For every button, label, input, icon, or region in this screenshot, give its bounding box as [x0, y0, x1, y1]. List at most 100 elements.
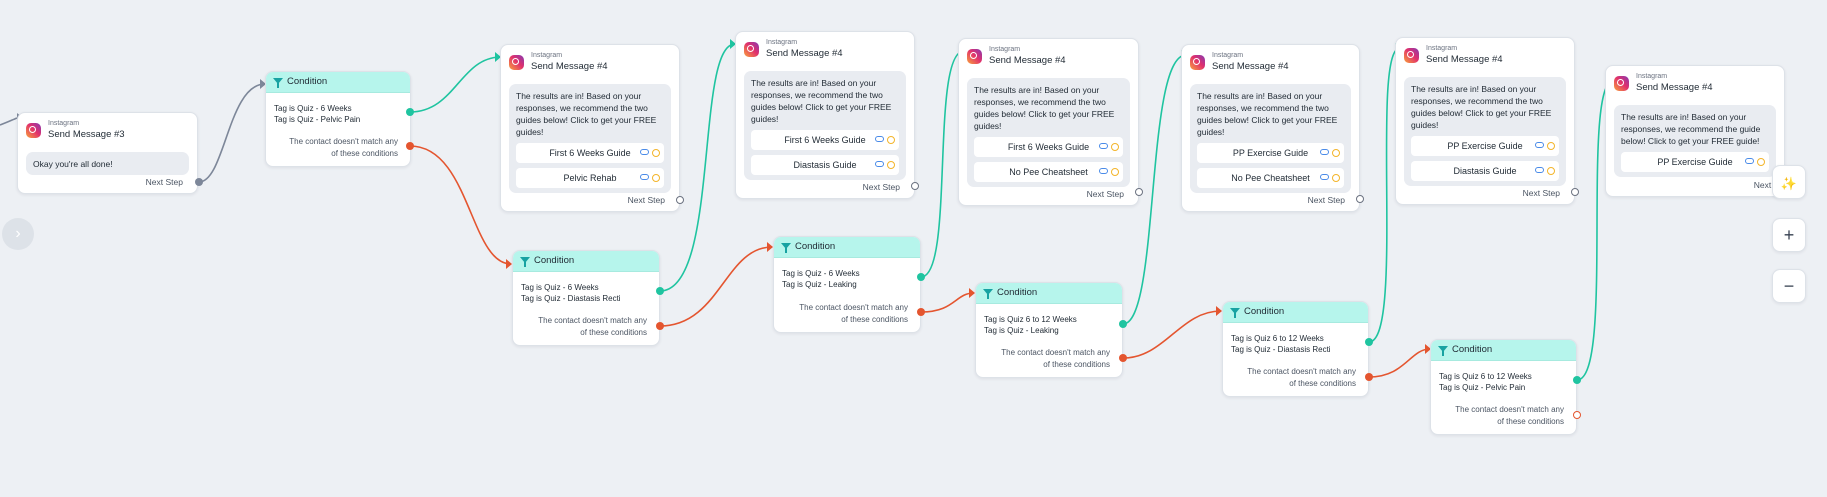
filter-icon	[983, 289, 993, 299]
node-title: Send Message #4	[531, 61, 608, 72]
next-step-port[interactable]	[195, 178, 203, 186]
message-text: The results are in! Based on your respon…	[1411, 84, 1552, 130]
message-text: The results are in! Based on your respon…	[751, 78, 892, 124]
connector-cond4-cond5	[1122, 310, 1222, 359]
next-step-label: Next Step	[1522, 188, 1560, 198]
message-node-3[interactable]: Instagram Send Message #4 The results ar…	[735, 31, 915, 199]
condition-title: Condition	[287, 76, 328, 87]
next-step-port[interactable]	[911, 182, 919, 190]
node-title: Send Message #4	[1426, 54, 1503, 65]
instagram-icon	[509, 55, 524, 70]
magic-wand-button[interactable]: ✨	[1772, 165, 1806, 199]
condition-fallback-port[interactable]	[1365, 373, 1373, 381]
circle-icon	[887, 161, 895, 169]
condition-fallback-port[interactable]	[1573, 411, 1581, 419]
guide-button[interactable]: No Pee Cheatsheet	[1197, 168, 1344, 188]
instagram-icon	[26, 123, 41, 138]
condition-fallback-port[interactable]	[917, 308, 925, 316]
circle-icon	[1757, 158, 1765, 166]
message-node-5[interactable]: Instagram Send Message #4 The results ar…	[1181, 44, 1360, 212]
condition-rule: Tag is Quiz - Diastasis Recti	[1231, 345, 1331, 354]
minus-icon: −	[1783, 276, 1795, 296]
condition-rule: Tag is Quiz - 6 Weeks	[521, 283, 599, 292]
condition-match-port[interactable]	[656, 287, 664, 295]
condition-fallback-port[interactable]	[406, 142, 414, 150]
circle-icon	[1111, 143, 1119, 151]
connector-cond5-cond6	[1368, 348, 1431, 378]
next-step-label: Next Step	[862, 182, 900, 192]
link-icon	[1745, 158, 1754, 164]
zoom-out-button[interactable]: −	[1772, 269, 1806, 303]
node-title: Send Message #3	[48, 129, 125, 140]
connector-incoming	[0, 117, 18, 126]
zoom-in-button[interactable]: +	[1772, 218, 1806, 252]
connector-cond1-msg2	[409, 56, 501, 113]
guide-button[interactable]: Diastasis Guide	[1411, 161, 1559, 181]
message-node-2[interactable]: Instagram Send Message #4 The results ar…	[500, 44, 680, 212]
circle-icon	[1332, 174, 1340, 182]
next-step-port[interactable]	[1356, 195, 1364, 203]
message-node-7[interactable]: Instagram Send Message #4 The results ar…	[1605, 65, 1785, 197]
next-step-port[interactable]	[1135, 188, 1143, 196]
condition-fallback-port[interactable]	[1119, 354, 1127, 362]
message-node-1[interactable]: Instagram Send Message #3 Okay you're al…	[17, 112, 198, 194]
condition-match-port[interactable]	[406, 108, 414, 116]
message-node-4[interactable]: Instagram Send Message #4 The results ar…	[958, 38, 1139, 206]
connector-msg3-cond1	[198, 83, 266, 183]
message-text: The results are in! Based on your respon…	[516, 91, 657, 137]
expand-panel-button[interactable]: ›	[2, 218, 34, 250]
guide-button[interactable]: Pelvic Rehab	[516, 168, 664, 188]
condition-fallback-port[interactable]	[656, 322, 664, 330]
instagram-icon	[1404, 48, 1419, 63]
condition-match-port[interactable]	[1119, 320, 1127, 328]
circle-icon	[1332, 149, 1340, 157]
next-step-label: Next Step	[1086, 189, 1124, 199]
filter-icon	[1230, 308, 1240, 318]
guide-button[interactable]: PP Exercise Guide	[1197, 143, 1344, 163]
instagram-icon	[967, 49, 982, 64]
guide-button[interactable]: Diastasis Guide	[751, 155, 899, 175]
condition-title: Condition	[1244, 306, 1285, 317]
message-text: The results are in! Based on your respon…	[974, 85, 1115, 131]
connector-cond5-msg6	[1368, 47, 1401, 343]
message-text: The results are in! Based on your respon…	[1621, 112, 1761, 146]
link-icon	[640, 149, 649, 155]
link-icon	[1535, 167, 1544, 173]
magic-wand-icon: ✨	[1780, 176, 1798, 191]
guide-button[interactable]: First 6 Weeks Guide	[751, 130, 899, 150]
condition-title: Condition	[534, 255, 575, 266]
condition-match-port[interactable]	[917, 273, 925, 281]
node-platform: Instagram	[989, 46, 1021, 53]
condition-match-port[interactable]	[1573, 376, 1581, 384]
next-step-port[interactable]	[676, 196, 684, 204]
condition-rule: Tag is Quiz - Diastasis Recti	[521, 294, 621, 303]
link-icon	[875, 136, 884, 142]
filter-icon	[273, 78, 283, 88]
condition-match-port[interactable]	[1365, 338, 1373, 346]
guide-button[interactable]: PP Exercise Guide	[1411, 136, 1559, 156]
link-icon	[1099, 168, 1108, 174]
guide-button[interactable]: No Pee Cheatsheet	[974, 162, 1123, 182]
link-icon	[1099, 143, 1108, 149]
message-node-6[interactable]: Instagram Send Message #4 The results ar…	[1395, 37, 1575, 205]
node-title: Send Message #4	[989, 55, 1066, 66]
connector-cond1-cond2	[409, 145, 512, 265]
next-step-port[interactable]	[1571, 188, 1579, 196]
condition-rule: Tag is Quiz - Pelvic Pain	[274, 115, 361, 124]
guide-button[interactable]: First 6 Weeks Guide	[516, 143, 664, 163]
circle-icon	[1547, 142, 1555, 150]
guide-button[interactable]: First 6 Weeks Guide	[974, 137, 1123, 157]
link-icon	[1320, 174, 1329, 180]
node-title: Send Message #4	[1212, 61, 1289, 72]
guide-button[interactable]: PP Exercise Guide	[1621, 152, 1769, 172]
